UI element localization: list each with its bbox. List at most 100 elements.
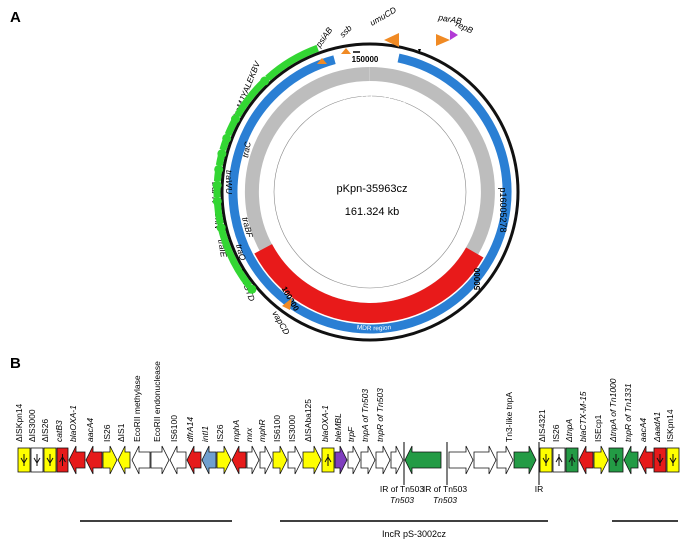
- panel-b-label: B: [10, 355, 21, 372]
- tra-gene-arrow: [265, 44, 319, 81]
- plasmid-outer-circle: [220, 42, 520, 342]
- is-direction-arrow: [59, 454, 66, 466]
- gene-label-parAB: parAB: [437, 12, 463, 26]
- gene-top-label: ΔtnpA: [564, 418, 574, 443]
- gene-top-label: EcoRII endonuclease: [152, 361, 162, 442]
- ir-label-2: IR of Tn503: [423, 484, 468, 494]
- gene-block: [593, 445, 609, 475]
- gene-top-label: dfrA14: [185, 417, 195, 442]
- gene-top-label: catB3: [54, 420, 64, 442]
- ir-label-1-suffix: Tn503: [390, 495, 414, 505]
- gene-label-traC: traC: [240, 140, 253, 158]
- gene-top-label: aacA4: [85, 418, 95, 442]
- gene-block: [496, 445, 514, 475]
- gene-label-umuCD: umuCD: [368, 5, 398, 28]
- is-direction-arrow: [612, 454, 620, 466]
- gene-block: [102, 445, 118, 475]
- panel-a-label: A: [10, 9, 21, 26]
- gene-top-label: IS26: [551, 424, 561, 442]
- tra-gene-arrow: [213, 202, 224, 225]
- gene-block: [68, 445, 86, 475]
- gene-top-label: ΔIS3000: [27, 409, 37, 442]
- gene-block: [334, 445, 348, 475]
- gene-top-label: ISEcp1: [593, 414, 603, 442]
- gene-block: [448, 445, 474, 475]
- gene-label-repB: repB: [454, 19, 475, 36]
- origin-marker: [418, 49, 421, 53]
- vapCD-marker: [282, 298, 292, 310]
- gene-top-label: intI1: [200, 426, 210, 442]
- psiAB-marker: [317, 58, 327, 64]
- is-direction-arrow: [669, 454, 677, 466]
- gene-top-label: ΔaadA1: [652, 411, 662, 443]
- gene-block: [231, 445, 247, 475]
- gene-top-label: ΔISAba125: [303, 399, 313, 442]
- gene-top-label: mphR: [257, 419, 267, 442]
- gene-block: [473, 445, 497, 475]
- gene-block: [186, 445, 202, 475]
- is-direction-arrow: [568, 454, 576, 466]
- umuCD-marker: [384, 33, 399, 47]
- neighbor-plasmid-label: p16005278: [498, 187, 508, 232]
- scale-label-50000: 50000: [473, 267, 482, 290]
- gene-top-label: bleMBL: [333, 413, 343, 442]
- gene-top-label: ΔISKpn14: [14, 403, 24, 442]
- gene-top-label: mphA: [231, 419, 241, 442]
- parAB-marker: [436, 34, 450, 46]
- gene-block: [150, 445, 170, 475]
- tra-gene-arrow: [234, 79, 267, 118]
- gene-block: [216, 445, 232, 475]
- gene-top-label: IS26: [215, 424, 225, 442]
- ir-label-3: IR: [535, 484, 544, 494]
- tra-gene-arrow: [215, 154, 225, 167]
- comparison-ring-blue: [228, 53, 512, 334]
- is-direction-arrow: [33, 454, 41, 466]
- gene-block: [623, 445, 639, 475]
- gene-top-label: trpF: [346, 426, 356, 442]
- gene-top-label: EcoRII methylase: [132, 375, 142, 442]
- tra-gene-arrowhead: [247, 284, 257, 294]
- plasmid-size: 161.324 kb: [345, 206, 399, 218]
- gene-top-label: ΔIS1: [116, 423, 126, 442]
- gene-top-label: tnpR of Tn1331: [623, 383, 633, 442]
- ir-label-1: IR of Tn503: [380, 484, 425, 494]
- gene-top-label: Tn3-like tnpA: [504, 392, 514, 442]
- gene-top-label: aacA4: [638, 418, 648, 442]
- gene-block: [347, 445, 361, 475]
- is-direction-arrow: [46, 454, 54, 466]
- gene-label-traQ: traQ: [234, 243, 248, 262]
- gene-block: [85, 445, 103, 475]
- gene-block: [360, 445, 376, 475]
- gene-top-label: ΔIS4321: [537, 409, 547, 442]
- gene-label-vapCD: vapCD: [270, 309, 292, 337]
- gene-block: [169, 445, 187, 475]
- is-direction-arrow: [324, 454, 332, 466]
- tra-gene-cluster: [212, 44, 319, 294]
- gene-top-label: IS26: [102, 424, 112, 442]
- gene-block: [302, 445, 322, 475]
- plasmid-inner-circle: [273, 95, 467, 289]
- mdr-region-label: MDR region: [356, 324, 392, 332]
- gene-block: [404, 445, 442, 475]
- plasmid-name: pKpn-35963cz: [337, 183, 408, 195]
- is-direction-arrow: [20, 454, 28, 466]
- gene-top-label: mrx: [244, 427, 254, 442]
- gene-top-label: IS6100: [272, 415, 282, 442]
- gene-top-label: tnpA of Tn503: [360, 389, 370, 442]
- gene-block: [246, 445, 260, 475]
- scale-label-150000: 150000: [352, 55, 379, 64]
- gene-top-label: IS6100: [169, 415, 179, 442]
- gene-top-label: IS3000: [287, 415, 297, 442]
- is-direction-arrow: [542, 454, 550, 466]
- gene-block: [131, 445, 151, 475]
- gene-block: [287, 445, 303, 475]
- gene-top-label: blaCTX-M-15: [578, 391, 588, 442]
- ssb-marker: [341, 48, 351, 54]
- gene-top-label: blaOXA-1: [68, 405, 78, 442]
- ir-label-2-suffix: Tn503: [433, 495, 457, 505]
- gene-label-ssb: ssb: [337, 23, 354, 40]
- gene-top-label: ΔtnpA of Tn1000: [608, 378, 618, 443]
- gene-block: [201, 445, 217, 475]
